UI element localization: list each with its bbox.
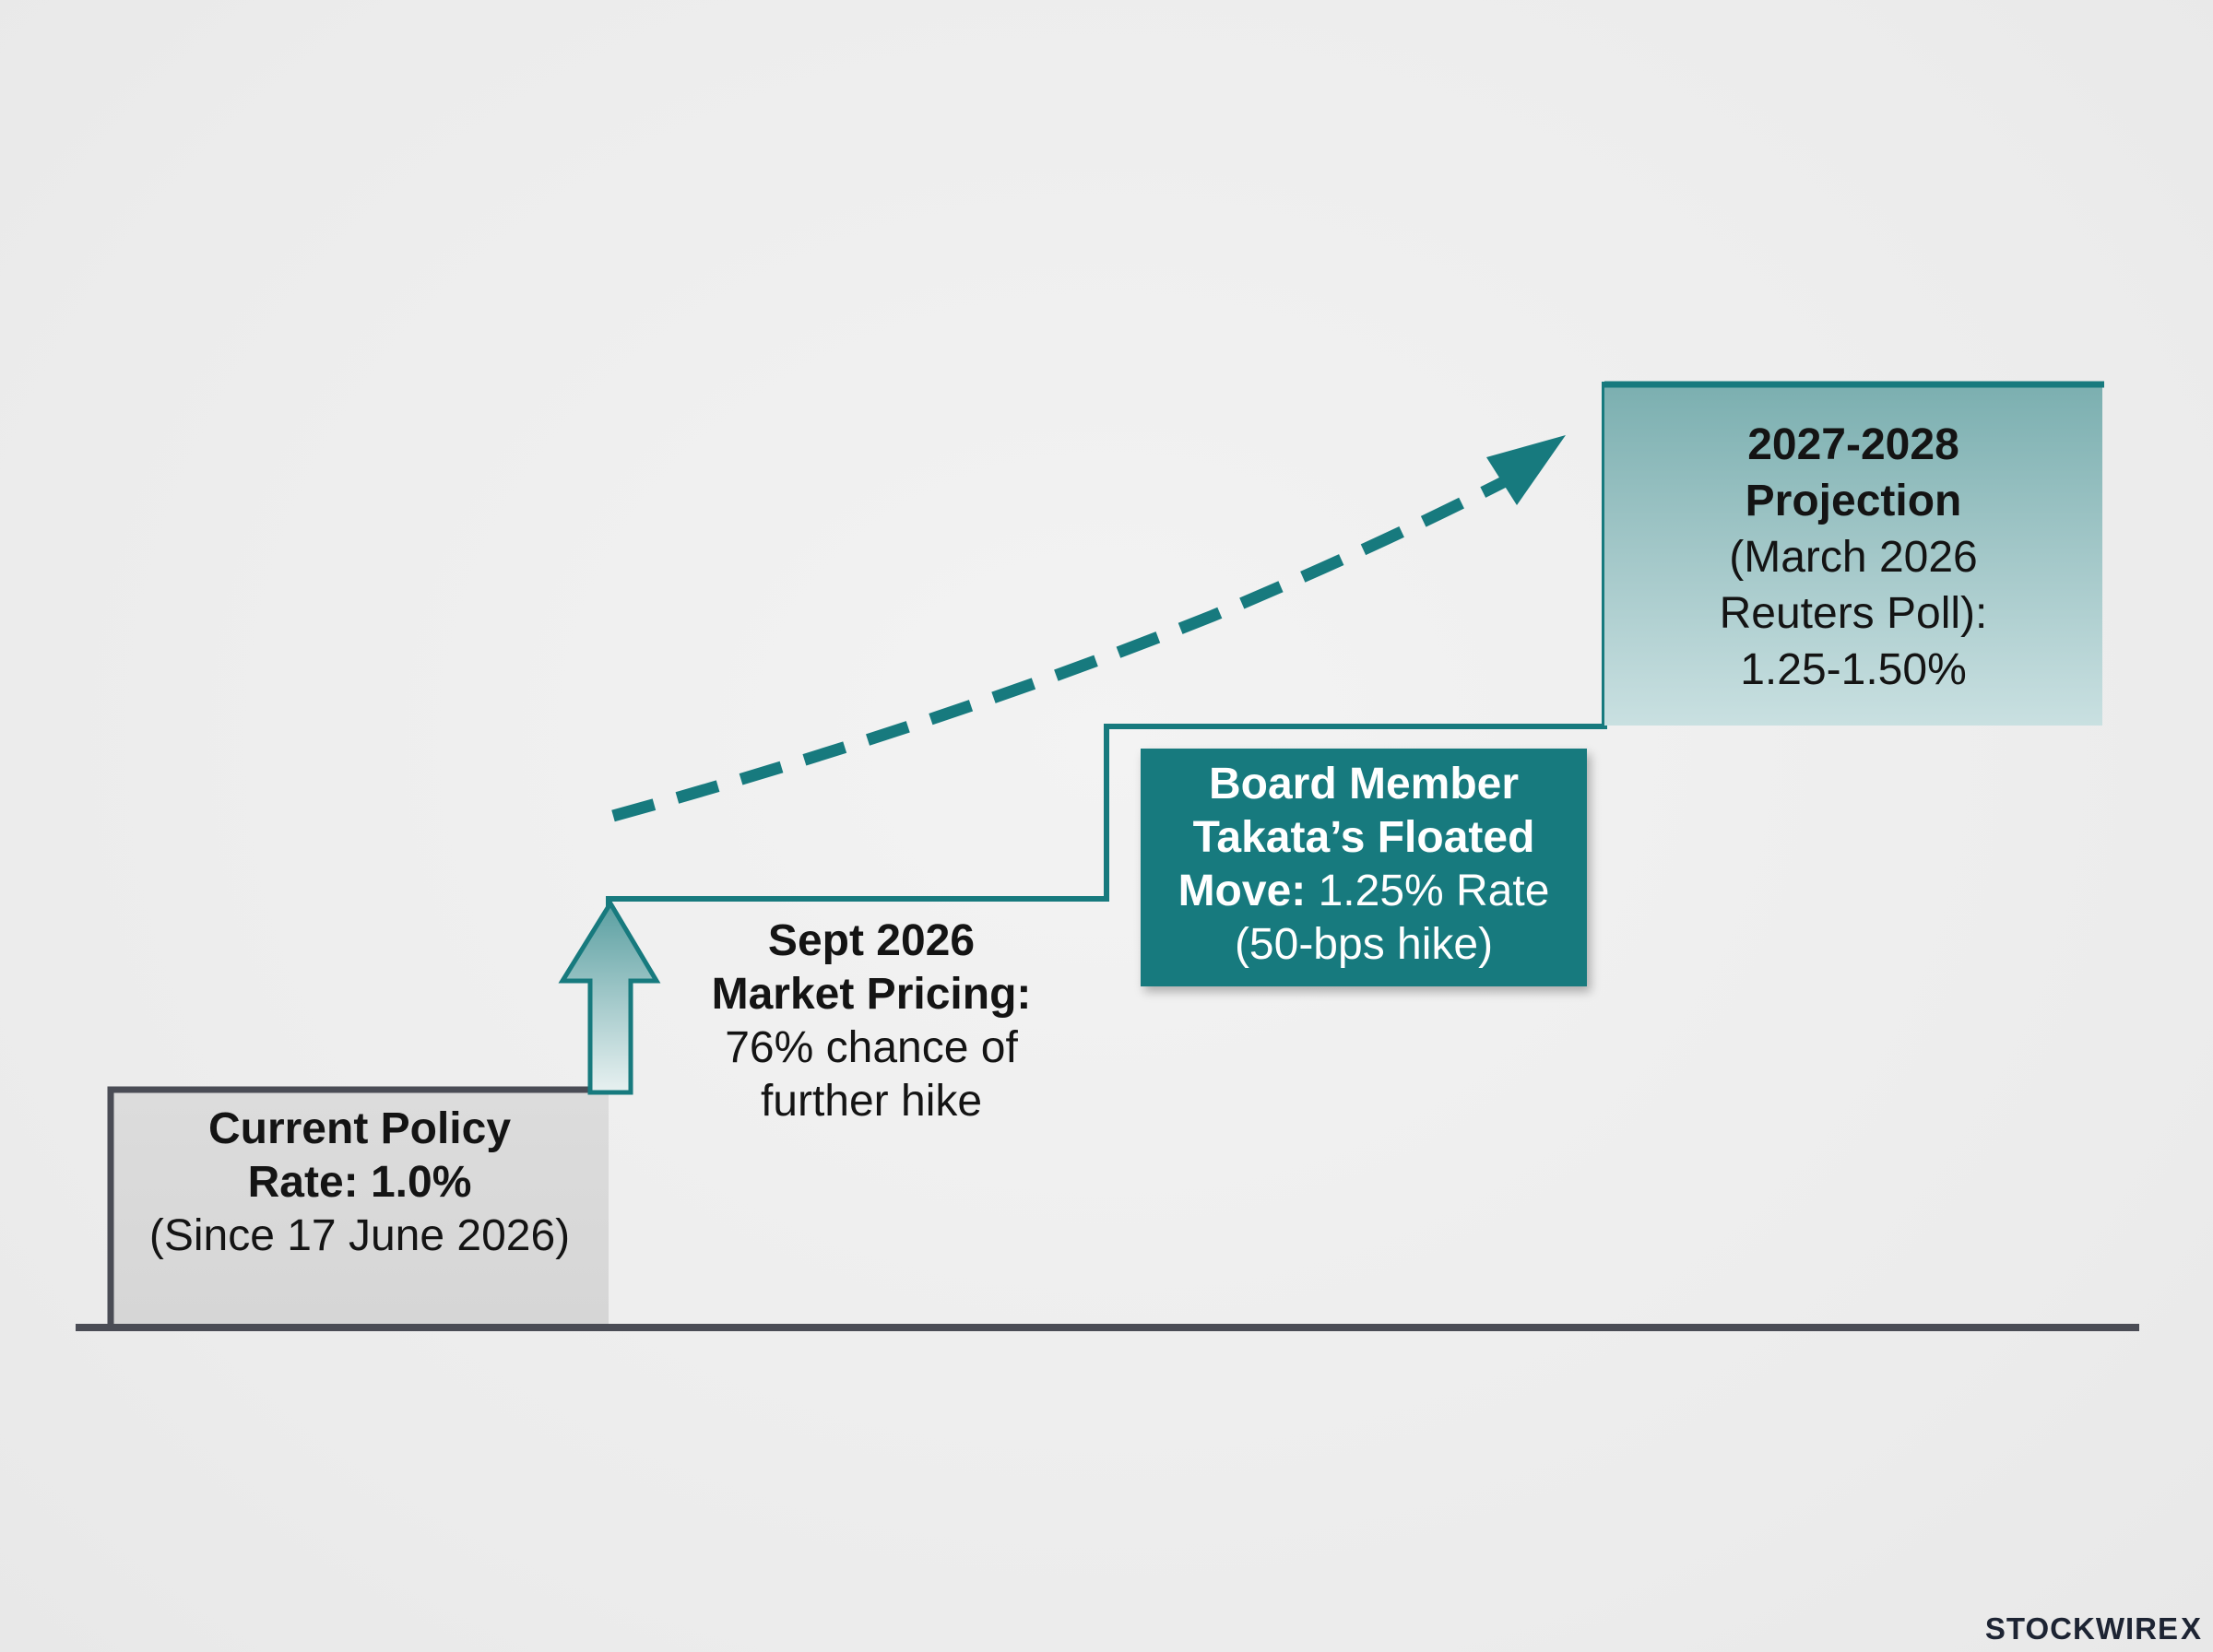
brand-logo: STOCKWIREX bbox=[1985, 1611, 2202, 1646]
sept-pricing-label: Sept 2026 Market Pricing: 76% chance of … bbox=[682, 914, 1060, 1128]
takata-rate-text: 1.25% Rate bbox=[1306, 867, 1550, 915]
sept-detail-line1: 76% chance of bbox=[725, 1023, 1018, 1072]
projection-detail-line1: (March 2026 bbox=[1729, 533, 1978, 582]
takata-title-line3: Move: 1.25% Rate bbox=[1141, 865, 1587, 918]
takata-move-word: Move: bbox=[1178, 867, 1307, 915]
current-rate-title-line1: Current Policy bbox=[207, 1104, 512, 1153]
current-rate-block bbox=[111, 1090, 609, 1326]
sept-title-line2: Market Pricing: bbox=[711, 970, 1032, 1019]
projection-title-line1: 2027-2028 bbox=[1747, 420, 1959, 469]
current-rate-subtitle: (Since 17 June 2026) bbox=[148, 1211, 571, 1260]
current-rate-title-line2: Rate: 1.0% bbox=[247, 1158, 472, 1207]
sept-title-line1: Sept 2026 bbox=[767, 916, 976, 965]
projection-detail-line3: 1.25-1.50% bbox=[1740, 645, 1967, 694]
projection-detail-line2: Reuters Poll): bbox=[1719, 589, 1988, 638]
dashed-trend-arrow-icon bbox=[611, 472, 1515, 822]
takata-move-box: Board Member Takata’s Floated Move: 1.25… bbox=[1141, 749, 1587, 986]
projection-title-line2: Projection bbox=[1745, 477, 1962, 525]
projection-label: 2027-2028 Projection (March 2026 Reuters… bbox=[1604, 417, 2102, 698]
projection-block bbox=[1604, 384, 2102, 726]
takata-title-line1: Board Member bbox=[1208, 760, 1520, 808]
current-rate-label: Current Policy Rate: 1.0% (Since 17 June… bbox=[109, 1103, 610, 1263]
brand-mark-icon: X bbox=[2180, 1611, 2202, 1646]
brand-name: STOCKWIRE bbox=[1984, 1611, 2179, 1646]
trend-arrowhead bbox=[1486, 435, 1566, 505]
takata-detail: (50-bps hike) bbox=[1234, 920, 1494, 969]
current-rate-outline bbox=[107, 1086, 590, 1326]
sept-detail-line2: further hike bbox=[760, 1077, 983, 1126]
up-arrow-icon bbox=[558, 899, 661, 1095]
takata-title-line2: Takata’s Floated bbox=[1192, 813, 1535, 862]
